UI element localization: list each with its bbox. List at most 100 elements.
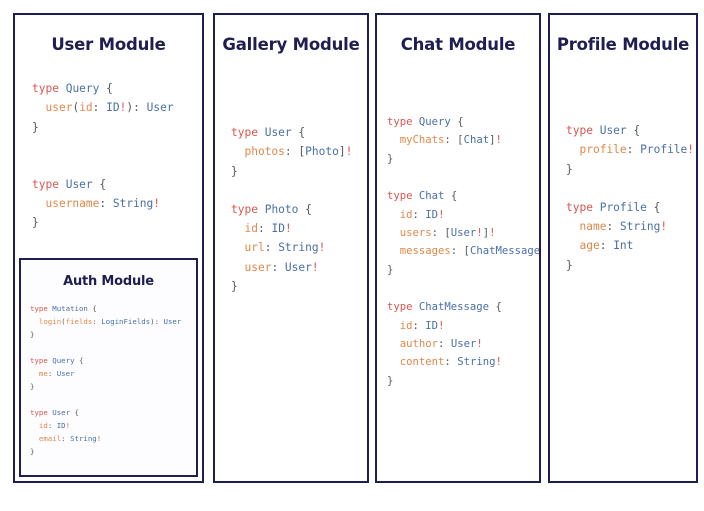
code-token-type: String (619, 220, 661, 234)
code-token-type: Chat (463, 134, 490, 147)
code-token-kw: type (566, 124, 593, 137)
code-block-gallery-user: type User { photos: [Photo]! } (215, 123, 367, 181)
code-token-field: myChats (399, 134, 445, 147)
code-gap (377, 279, 539, 298)
code-token-bang: ! (687, 143, 695, 157)
code-token-bang: ! (96, 434, 102, 443)
code-token-sp (231, 261, 244, 274)
code-token-sp (566, 239, 579, 252)
code-token-bang: ! (311, 260, 319, 274)
code-token-punc: } (30, 447, 35, 456)
card-title-user-module: User Module (51, 35, 166, 54)
code-gap (21, 341, 196, 354)
code-block-profile-user: type User { profile: Profile! } (550, 121, 696, 179)
code-token-bang: ! (284, 222, 292, 236)
code-token-sp (59, 178, 66, 191)
code-token-punc: : (412, 208, 426, 221)
code-token-punc: } (566, 162, 573, 176)
code-block-auth-user: type User { id: ID! email: String! } (21, 406, 196, 458)
code-token-field: photos (244, 145, 285, 159)
code-gap (550, 179, 696, 198)
code-token-type: User (599, 124, 627, 137)
code-token-bang: ! (345, 145, 353, 159)
code-token-punc: { (457, 116, 464, 128)
code-token-type: String (278, 241, 319, 255)
card-title-profile-module: Profile Module (556, 35, 690, 54)
code-token-punc: ( (61, 317, 66, 326)
code-gap (377, 55, 539, 113)
code-token-punc: : (412, 319, 426, 332)
code-gap (215, 181, 367, 200)
code-token-field: username (45, 197, 100, 211)
code-token-type: String (70, 434, 97, 443)
code-token-punc: : (47, 369, 57, 378)
code-gap (550, 55, 696, 121)
code-token-punc: { (92, 304, 97, 313)
code-token-punc: : [ (431, 227, 451, 240)
code-token-punc: : (271, 260, 285, 274)
code-token-punc: } (32, 216, 39, 230)
code-token-punc: } (387, 152, 394, 165)
code-token-sp (593, 124, 600, 137)
code-token-type: User (264, 126, 292, 139)
code-token-kw: type (32, 177, 59, 191)
code-block-auth-mutation: type Mutation { login(fields: LoginField… (21, 302, 196, 341)
code-token-field: id (399, 319, 413, 332)
code-token-bang: ! (119, 101, 127, 115)
card-chat-module[interactable]: Chat Module type Query { myChats: [Chat]… (375, 13, 541, 483)
card-gallery-module[interactable]: Gallery Module type User { photos: [Phot… (213, 13, 369, 483)
code-token-type: LoginFields (101, 317, 151, 326)
code-token-punc: } (387, 374, 394, 387)
code-token-sp (59, 82, 66, 95)
code-token-field: url (244, 241, 265, 255)
code-token-kw: type (32, 82, 59, 95)
code-token-bang: ! (65, 421, 71, 430)
code-token-punc: : (626, 143, 641, 157)
code-token-bang: ! (438, 319, 445, 332)
code-token-sp (593, 201, 600, 214)
code-token-kw: type (231, 126, 258, 139)
code-token-punc: : (92, 101, 107, 115)
code-token-punc: { (99, 177, 107, 191)
code-token-sp (387, 209, 400, 221)
code-token-punc: } (30, 330, 35, 339)
code-token-type: User (146, 101, 174, 115)
code-token-punc: { (305, 202, 312, 216)
code-token-type: Query (52, 356, 75, 365)
code-token-sp (231, 145, 244, 158)
code-token-bang: ! (438, 208, 445, 221)
code-token-punc: : (438, 338, 451, 351)
code-token-punc: : [ (450, 245, 470, 258)
code-token-punc: } (387, 263, 394, 276)
code-token-type: String (457, 356, 496, 369)
code-token-punc: ] (540, 245, 541, 257)
code-token-punc: { (298, 126, 306, 139)
code-token-punc: : (92, 317, 102, 326)
code-token-punc: : [ (444, 134, 464, 147)
code-token-punc: { (106, 82, 113, 95)
code-token-sp (387, 356, 400, 368)
code-token-type: Photo (264, 202, 299, 216)
code-token-bang: ! (660, 220, 668, 234)
code-block-auth-query: type Query { me: User } (21, 354, 196, 393)
code-token-bang: ! (495, 134, 502, 147)
card-profile-module[interactable]: Profile Module type User { profile: Prof… (548, 13, 698, 483)
code-token-punc: : (264, 241, 279, 255)
code-token-type: Profile (599, 200, 647, 214)
code-token-kw: type (387, 190, 413, 203)
code-token-type: Mutation (52, 304, 88, 313)
code-block-user-type: type User { username: String! } (15, 175, 202, 233)
card-auth-module[interactable]: Auth Module type Mutation { login(fields… (19, 258, 198, 477)
code-token-type: User (163, 317, 182, 326)
card-user-module[interactable]: User Module type Query { user(id: ID!): … (13, 13, 204, 483)
code-token-type: User (450, 338, 477, 351)
code-block-chat-query: type Query { myChats: [Chat]! } (377, 113, 539, 168)
code-token-type: Photo (305, 145, 339, 159)
code-token-sp (647, 201, 654, 214)
code-token-sp (30, 434, 39, 443)
code-token-field: content (399, 356, 445, 369)
code-token-punc: ] (482, 227, 490, 240)
code-token-punc: : [ (284, 145, 306, 159)
code-token-type: ID (425, 319, 439, 332)
